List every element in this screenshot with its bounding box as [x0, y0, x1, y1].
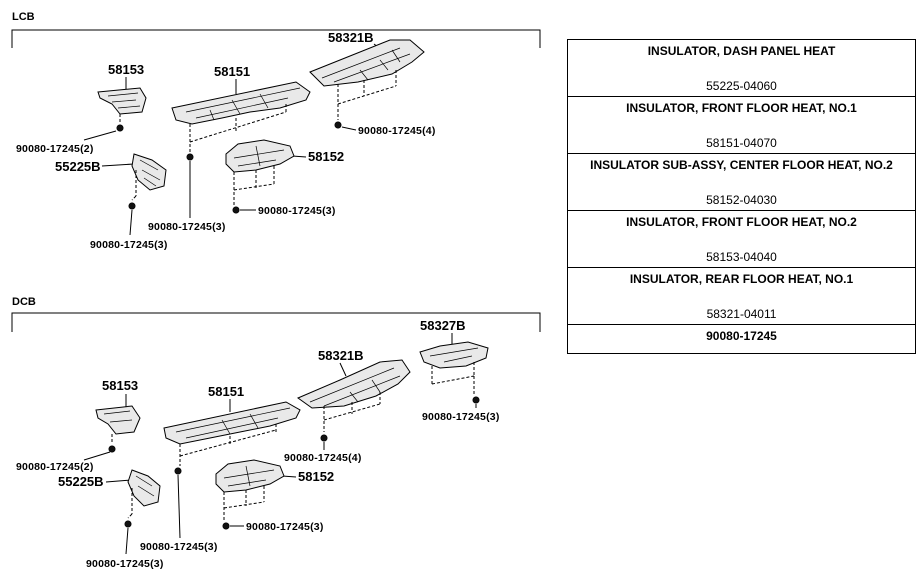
table-cell[interactable]: INSULATOR SUB-ASSY, CENTER FLOOR HEAT, N…	[567, 153, 916, 211]
lcb-section: LCB 58153 90080-17245(2) 55225B 90080-17…	[11, 11, 541, 251]
part-number: 55225-04060	[706, 79, 777, 93]
part-label-58151: 58151	[214, 64, 250, 79]
fastener-label-58321b: 90080-17245(4)	[358, 125, 436, 137]
table-cell[interactable]: 90080-17245	[567, 324, 916, 354]
part-label-58152-dcb: 58152	[298, 469, 334, 484]
table-row: INSULATOR, FRONT FLOOR HEAT, NO.1 58151-…	[567, 96, 916, 154]
clip-icon	[108, 445, 116, 453]
part-label-58151-dcb: 58151	[208, 384, 244, 399]
part-name: 90080-17245	[706, 329, 777, 343]
part-58151-drawing	[171, 81, 311, 125]
table-cell[interactable]: INSULATOR, REAR FLOOR HEAT, NO.1 58321-0…	[567, 267, 916, 325]
clip-icon	[124, 520, 132, 528]
table-row: INSULATOR SUB-ASSY, CENTER FLOOR HEAT, N…	[567, 153, 916, 211]
clip-icon	[222, 522, 230, 530]
part-55225b-drawing	[131, 153, 167, 191]
parts-diagram: LCB 58153 90080-17245(2) 55225B 90080-17…	[11, 11, 541, 570]
part-58153-drawing	[97, 87, 147, 115]
part-label-58153: 58153	[108, 62, 144, 77]
parts-table: INSULATOR, DASH PANEL HEAT 55225-04060 I…	[567, 39, 916, 354]
section-bracket-lcb	[11, 29, 541, 48]
part-number: 58321-04011	[706, 307, 777, 321]
clip-icon	[334, 121, 342, 129]
part-label-58153-dcb: 58153	[102, 378, 138, 393]
part-label-58152: 58152	[308, 149, 344, 164]
part-58152-drawing	[225, 139, 295, 173]
part-name: INSULATOR, FRONT FLOOR HEAT, NO.2	[626, 215, 857, 229]
part-58321b-drawing	[309, 39, 425, 87]
part-number: 58151-04070	[706, 136, 777, 150]
section-label-dcb: DCB	[12, 296, 36, 308]
table-cell[interactable]: INSULATOR, FRONT FLOOR HEAT, NO.2 58153-…	[567, 210, 916, 268]
table-cell[interactable]: INSULATOR, DASH PANEL HEAT 55225-04060	[567, 39, 916, 97]
section-label-lcb: LCB	[12, 11, 35, 23]
part-58151-dcb-drawing	[163, 401, 301, 445]
fastener-label-55225b-dcb: 90080-17245(3)	[86, 558, 164, 570]
part-name: INSULATOR SUB-ASSY, CENTER FLOOR HEAT, N…	[590, 158, 893, 172]
part-label-55225b-dcb: 55225B	[58, 474, 104, 489]
fastener-label-58152-dcb: 90080-17245(3)	[246, 521, 324, 533]
fastener-label-58151: 90080-17245(3)	[148, 221, 226, 233]
fastener-label-58321b-dcb: 90080-17245(4)	[284, 452, 362, 464]
fastener-label-58327b: 90080-17245(3)	[422, 411, 500, 423]
part-name: INSULATOR, FRONT FLOOR HEAT, NO.1	[626, 101, 857, 115]
table-row: INSULATOR, DASH PANEL HEAT 55225-04060	[567, 39, 916, 97]
part-label-55225b: 55225B	[55, 159, 101, 174]
part-58321b-dcb-drawing	[296, 359, 411, 409]
part-55225b-dcb-drawing	[127, 469, 161, 507]
part-name: INSULATOR, DASH PANEL HEAT	[647, 44, 836, 58]
part-name: INSULATOR, REAR FLOOR HEAT, NO.1	[629, 272, 854, 286]
part-label-58321b-dcb: 58321B	[318, 348, 364, 363]
part-58153-dcb-drawing	[95, 405, 141, 435]
part-58327b-drawing	[419, 341, 489, 369]
part-number: 58152-04030	[706, 193, 777, 207]
part-label-58327b: 58327B	[420, 318, 466, 333]
clip-icon	[174, 467, 182, 475]
fastener-label-58153: 90080-17245(2)	[16, 143, 94, 155]
clip-icon	[320, 434, 328, 442]
fastener-label-58151-dcb: 90080-17245(3)	[140, 541, 218, 553]
part-number: 58153-04040	[706, 250, 777, 264]
dcb-section: DCB 58327B 90080-17245(3) 58321B 90080-1…	[11, 296, 541, 570]
table-cell[interactable]: INSULATOR, FRONT FLOOR HEAT, NO.1 58151-…	[567, 96, 916, 154]
part-58152-dcb-drawing	[215, 459, 285, 493]
clip-icon	[232, 206, 240, 214]
clip-icon	[472, 396, 480, 404]
clip-icon	[128, 202, 136, 210]
table-row: INSULATOR, REAR FLOOR HEAT, NO.1 58321-0…	[567, 267, 916, 325]
fastener-label-58152: 90080-17245(3)	[258, 205, 336, 217]
clip-icon	[186, 153, 194, 161]
fastener-label-58153-dcb: 90080-17245(2)	[16, 461, 94, 473]
table-row: 90080-17245	[567, 324, 916, 354]
part-label-58321b: 58321B	[328, 30, 374, 45]
section-bracket-dcb	[11, 312, 541, 332]
clip-icon	[116, 124, 124, 132]
table-row: INSULATOR, FRONT FLOOR HEAT, NO.2 58153-…	[567, 210, 916, 268]
fastener-label-55225b: 90080-17245(3)	[90, 239, 168, 251]
